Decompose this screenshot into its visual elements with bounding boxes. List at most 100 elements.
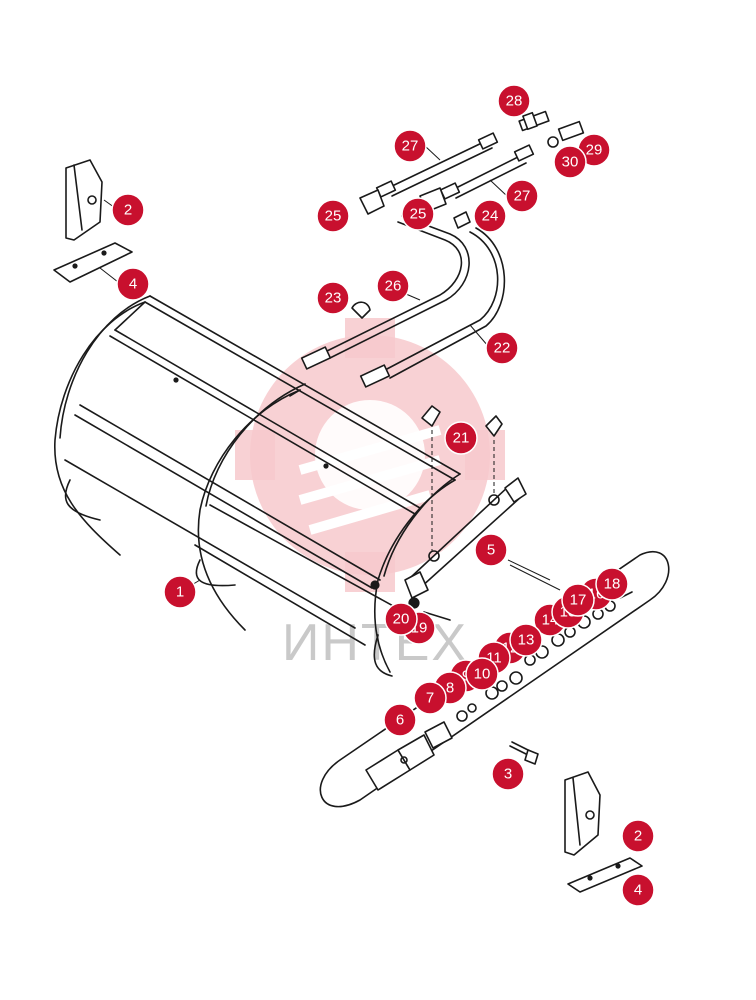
callout-18: 18 — [595, 567, 629, 601]
callout-7: 7 — [413, 681, 447, 715]
callout-badge — [384, 602, 418, 636]
callout-badge — [595, 567, 629, 601]
callout-layer: 2412827293027252524232622215161814151712… — [111, 84, 655, 907]
callout-27b: 27 — [505, 179, 539, 213]
part-plate-top — [53, 242, 133, 283]
callout-25b: 25 — [401, 197, 435, 231]
callout-6: 6 — [383, 703, 417, 737]
callout-10: 10 — [465, 657, 499, 691]
cylinder-internal-parts — [365, 591, 633, 791]
callout-number: 28 — [506, 93, 523, 110]
callout-badge — [553, 145, 587, 179]
callout-badge — [376, 269, 410, 303]
callout-number: 8 — [446, 680, 454, 697]
callout-23: 23 — [316, 281, 350, 315]
part-fitting-29 — [547, 120, 585, 148]
callout-badge — [163, 575, 197, 609]
detail-oval — [319, 551, 670, 808]
part-pin-19 — [408, 597, 451, 621]
watermark-text: ИНТЕХ — [282, 614, 468, 672]
callout-badge — [111, 193, 145, 227]
callout-26: 26 — [376, 269, 410, 303]
callout-badge — [444, 421, 478, 455]
callout-badge — [316, 281, 350, 315]
callout-number: 6 — [396, 712, 404, 729]
callout-number: 30 — [562, 154, 579, 171]
callout-badge — [509, 623, 543, 657]
callout-number: 27 — [402, 138, 419, 155]
callout-number: 5 — [487, 542, 495, 559]
callout-number: 23 — [325, 290, 342, 307]
callout-badge — [621, 873, 655, 907]
callout-badge — [465, 657, 499, 691]
callout-22: 22 — [485, 331, 519, 365]
callout-badge — [485, 331, 519, 365]
callout-badge — [621, 819, 655, 853]
part-fitting-28 — [518, 110, 550, 132]
callout-badge — [116, 267, 150, 301]
callout-21: 21 — [444, 421, 478, 455]
callout-number: 17 — [570, 592, 587, 609]
callout-3: 3 — [491, 757, 525, 791]
part-clamp-23 — [351, 301, 371, 319]
callout-number: 2 — [124, 202, 132, 219]
callout-5: 5 — [474, 533, 508, 567]
callout-number: 29 — [586, 142, 603, 159]
callout-20: 20 — [384, 602, 418, 636]
callout-2a: 2 — [111, 193, 145, 227]
part-elbow-21 — [421, 405, 503, 552]
part-bolt-3 — [509, 741, 539, 765]
callout-17: 17 — [561, 583, 595, 617]
callout-1: 1 — [163, 575, 197, 609]
callout-badge — [413, 681, 447, 715]
part-bracket-bottom — [564, 771, 601, 856]
part-grapple-frame — [54, 295, 461, 677]
callout-27a: 27 — [393, 129, 427, 163]
callout-number: 13 — [518, 632, 535, 649]
part-hose-22 — [359, 227, 506, 388]
part-pipe-27 — [375, 132, 535, 200]
callout-4a: 4 — [116, 267, 150, 301]
callout-badge — [383, 703, 417, 737]
callout-number: 25 — [410, 206, 427, 223]
callout-badge — [401, 197, 435, 231]
callout-2b: 2 — [621, 819, 655, 853]
part-cylinder-5 — [404, 477, 527, 599]
callout-number: 27 — [514, 188, 531, 205]
callout-13: 13 — [509, 623, 543, 657]
callout-badge — [474, 533, 508, 567]
callout-number: 20 — [393, 611, 410, 628]
callout-badge — [497, 84, 531, 118]
callout-number: 1 — [176, 584, 184, 601]
callout-25a: 25 — [316, 199, 350, 233]
part-tee-25 — [359, 187, 447, 215]
watermark-gear-icon — [235, 318, 505, 592]
callout-number: 3 — [504, 766, 512, 783]
callout-badge — [473, 199, 507, 233]
part-bracket-top — [65, 159, 103, 241]
callout-24: 24 — [473, 199, 507, 233]
callout-number: 24 — [482, 208, 499, 225]
callout-28: 28 — [497, 84, 531, 118]
callout-number: 10 — [474, 666, 491, 683]
part-fitting-24 — [453, 211, 471, 229]
callout-badge — [491, 757, 525, 791]
callout-number: 18 — [604, 576, 621, 593]
callout-number: 22 — [494, 340, 511, 357]
part-plate-bottom — [567, 857, 643, 893]
callout-number: 7 — [426, 690, 434, 707]
callout-number: 4 — [129, 276, 137, 293]
callout-number: 25 — [325, 208, 342, 225]
part-hose-26 — [300, 215, 470, 370]
callout-number: 26 — [385, 278, 402, 295]
callout-badge — [393, 129, 427, 163]
callout-number: 2 — [634, 828, 642, 845]
callout-4b: 4 — [621, 873, 655, 907]
callout-badge — [505, 179, 539, 213]
callout-badge — [561, 583, 595, 617]
callout-number: 4 — [634, 882, 642, 899]
callout-30: 30 — [553, 145, 587, 179]
callout-badge — [316, 199, 350, 233]
callout-number: 21 — [453, 430, 470, 447]
